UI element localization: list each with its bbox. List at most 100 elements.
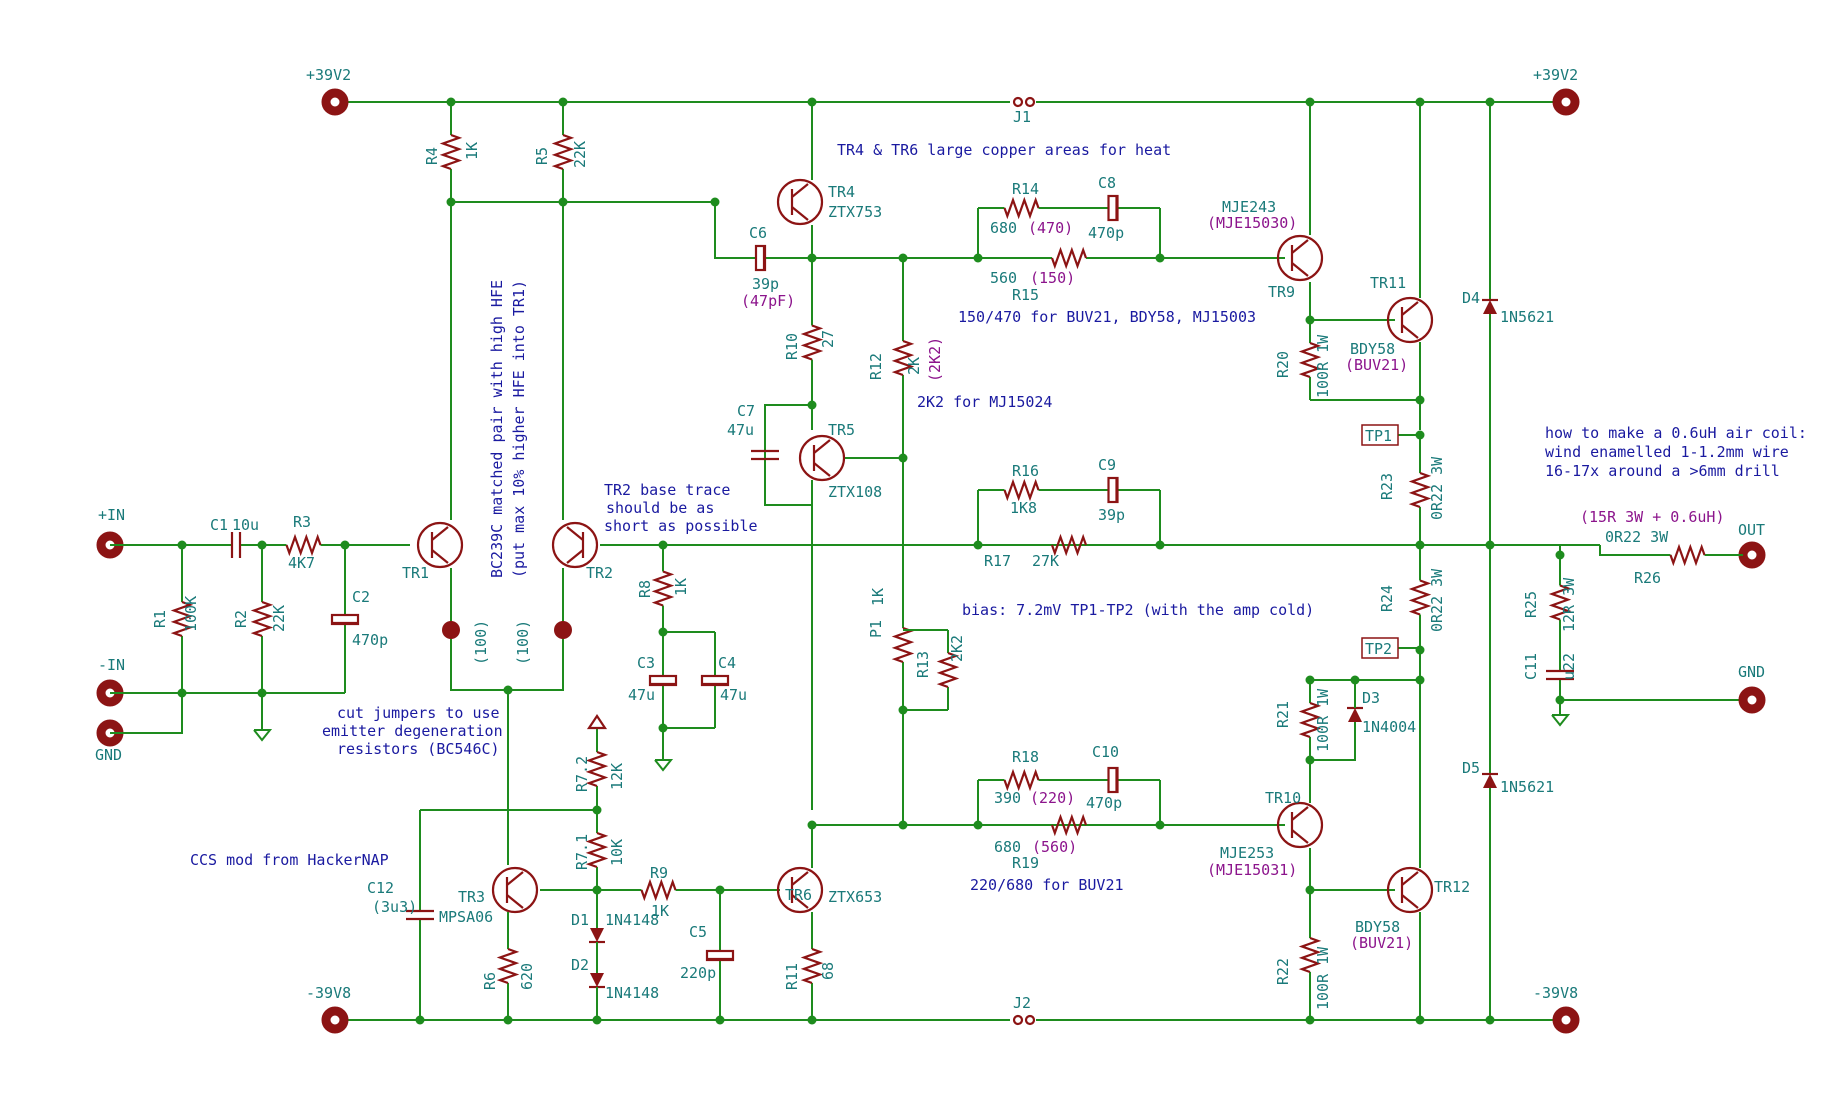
tr12-symbol-c (1401, 871, 1419, 886)
r20-symbol (1298, 341, 1322, 379)
r9-symbol (640, 878, 677, 902)
note-tr2-trace-1: TR2 base trace (604, 481, 730, 499)
r21-ref: R21 (1274, 701, 1292, 728)
r22-ref: R22 (1274, 958, 1292, 985)
tr1-symbol-e (431, 549, 449, 564)
tr6-symbol-e (791, 894, 809, 909)
r26-value: 0R22 3W (1605, 528, 1669, 546)
junction-dot (1415, 97, 1425, 107)
r14-ref: R14 (1012, 180, 1039, 198)
r72-symbol (585, 750, 609, 788)
tp2-box (1361, 637, 1399, 659)
note-jumpers-2: emitter degeneration (322, 722, 503, 740)
r10-symbol (800, 324, 824, 361)
r8-symbol (651, 570, 675, 607)
jumper-j2-label: J2 (1013, 994, 1031, 1012)
tr10-alt-value: (MJE15031) (1207, 861, 1297, 879)
tr3-value: MPSA06 (439, 908, 493, 926)
d1-value: 1N4148 (605, 911, 659, 929)
tr12-value: BDY58 (1355, 918, 1400, 936)
junction-dot (710, 197, 720, 207)
r21-value: 100R 1W (1314, 688, 1332, 752)
d1-ref: D1 (571, 911, 589, 929)
wire (451, 201, 750, 259)
r23-symbol (1408, 471, 1432, 509)
tr12-symbol-e (1401, 894, 1419, 909)
junction-dot (1485, 97, 1495, 107)
tr10-symbol (1276, 801, 1324, 849)
r17-value: 27K (1032, 552, 1059, 570)
r12-alt-value: (2K2) (926, 337, 944, 382)
ground-symbol (253, 729, 273, 742)
pad-pos-right (1552, 88, 1580, 116)
r13-ref: R13 (914, 651, 932, 678)
jumper-2 (554, 621, 572, 639)
r20-ref: R20 (1274, 351, 1292, 378)
tr5-ref: TR5 (828, 421, 855, 439)
pad-out (1738, 541, 1766, 569)
r15-symbol (1050, 246, 1088, 270)
ground-symbol (1551, 714, 1571, 727)
tr3-ref: TR3 (458, 888, 485, 906)
note-jumpers-3: resistors (BC546C) (337, 740, 500, 758)
tr5-symbol-c (813, 439, 831, 454)
d1-symbol (590, 928, 604, 942)
tp2-label: TP2 (1365, 640, 1392, 658)
tr1-ref: TR1 (402, 564, 429, 582)
tr6-symbol (776, 866, 824, 914)
re2-value: (100) (514, 620, 532, 665)
r24-symbol (1408, 579, 1432, 616)
r4-value: 1K (463, 142, 481, 160)
p1-ref: P1 (867, 620, 885, 638)
p1-symbol (891, 626, 915, 664)
tr10-symbol-e (1291, 829, 1309, 844)
tr9-ref: TR9 (1268, 283, 1295, 301)
r1-symbol (170, 600, 194, 638)
junction-dot (1305, 1015, 1315, 1025)
port-out-label: OUT (1738, 521, 1765, 539)
supply-pos-left-label: +39V2 (306, 66, 351, 84)
re1-value: (100) (472, 620, 490, 665)
r9-ref: R9 (650, 864, 668, 882)
r19-ref: R19 (1012, 854, 1039, 872)
drawing-layer (96, 88, 1766, 1034)
d5-ref: D5 (1462, 759, 1480, 777)
wire (1310, 722, 1356, 761)
r22-symbol (1298, 936, 1322, 974)
note-buv-bottom: 220/680 for BUV21 (970, 876, 1124, 894)
junction-dot (592, 805, 602, 815)
tr11-symbol (1386, 296, 1434, 344)
r14-alt-value: (470) (1028, 219, 1073, 237)
c2-ref: C2 (352, 588, 370, 606)
junction-dot (807, 1015, 817, 1025)
c8-ref: C8 (1098, 174, 1116, 192)
junction-dot (1415, 1015, 1425, 1025)
note-matched-pair-detail: (put max 10% higher HFE into TR1) (510, 280, 528, 578)
port-in-neg-label: -IN (98, 656, 125, 674)
junction-dot (1485, 1015, 1495, 1025)
note-coil-2: wind enamelled 1-1.2mm wire (1545, 443, 1789, 461)
port-in-pos-label: +IN (98, 506, 125, 524)
r13-symbol (936, 651, 960, 689)
jumper-j1-label: J1 (1013, 108, 1031, 126)
tr6-ref: TR6 (785, 886, 812, 904)
r16-value: 1K8 (1010, 499, 1037, 517)
tr1-symbol (416, 521, 464, 569)
c8-value: 470p (1088, 224, 1124, 242)
note-copper-areas: TR4 & TR6 large copper areas for heat (837, 141, 1171, 159)
r1-value: 100K (182, 596, 200, 632)
junction-dot (898, 820, 908, 830)
r8-ref: R8 (636, 580, 654, 598)
d3-ref: D3 (1362, 689, 1380, 707)
d4-ref: D4 (1462, 289, 1480, 307)
junction-dot (503, 1015, 513, 1025)
r9-value: 1K (651, 902, 669, 920)
note-matched-pair: BC239C matched pair with high HFE (488, 280, 506, 578)
tr11-value: BDY58 (1350, 340, 1395, 358)
r10-ref: R10 (783, 333, 801, 360)
tr5-symbol (798, 434, 846, 482)
tr5-value: ZTX108 (828, 483, 882, 501)
note-jumpers-1: cut jumpers to use (337, 704, 500, 722)
r12-ref: R12 (867, 353, 885, 380)
tr3-symbol (491, 866, 539, 914)
